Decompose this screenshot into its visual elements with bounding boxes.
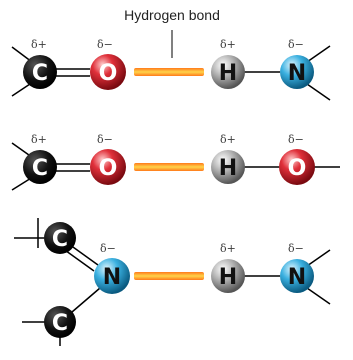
row2-carbon-atom	[23, 150, 57, 184]
row1-carbon-atom	[23, 55, 57, 89]
row3-cn-single-bond	[71, 287, 101, 313]
row3-lower-carbon-atom	[44, 306, 76, 338]
row-1: C O H N δ+ δ− δ+ δ−	[11, 38, 331, 101]
row3-lower-carbon-label: C	[52, 311, 68, 336]
row3-nitrogen-label-left: N	[103, 265, 121, 290]
row3-nitrogen-delta-right: δ−	[288, 242, 304, 255]
row3-hydrogen-delta: δ+	[220, 242, 236, 255]
row2-oxygen-label-left: O	[99, 156, 118, 181]
row2-oxygen-atom-right	[279, 149, 315, 185]
row2-carbon-delta: δ+	[31, 133, 47, 146]
row2-oxygen-delta-left: δ−	[97, 133, 113, 146]
row2-carbon-label: C	[32, 156, 48, 181]
row3-hydrogen-atom	[211, 259, 245, 293]
row-3: C C N H N δ− δ+ δ−	[14, 218, 331, 346]
row1-hydrogen-bond	[134, 68, 204, 76]
row1-oxygen-label: O	[99, 61, 118, 86]
row1-hydrogen-label: H	[219, 61, 237, 86]
row1-oxygen-atom	[90, 54, 126, 90]
row1-nitrogen-delta: δ−	[288, 38, 304, 51]
row1-carbon-delta: δ+	[31, 38, 47, 51]
row3-upper-carbon-label: C	[52, 227, 68, 252]
row2-oxygen-atom-left	[90, 149, 126, 185]
row1-n-bond-upper	[306, 45, 331, 63]
row2-hydrogen-label: H	[219, 156, 237, 181]
row2-hydrogen-bond	[134, 163, 204, 171]
row2-hydrogen-atom	[211, 150, 245, 184]
row1-nitrogen-label: N	[288, 61, 306, 86]
row2-oxygen-delta-right: δ−	[288, 133, 304, 146]
row3-n-bond-upper	[306, 249, 331, 267]
diagram-title: Hydrogen bond	[124, 7, 220, 23]
row3-nitrogen-atom-right	[280, 259, 314, 293]
row1-hydrogen-delta: δ+	[220, 38, 236, 51]
row1-nitrogen-atom	[280, 55, 314, 89]
row3-n-bond-lower	[306, 287, 331, 305]
row-2: C O H O δ+ δ− δ+ δ−	[11, 133, 340, 191]
row2-oxygen-label-right: O	[288, 156, 307, 181]
row1-carbon-label: C	[32, 61, 48, 86]
row3-hydrogen-bond	[134, 272, 204, 280]
row1-oxygen-delta: δ−	[97, 38, 113, 51]
row1-n-bond-lower	[306, 83, 331, 101]
row3-hydrogen-label: H	[219, 265, 237, 290]
row3-upper-carbon-atom	[44, 222, 76, 254]
row3-nitrogen-atom-left	[94, 258, 130, 294]
row3-nitrogen-delta-left: δ−	[100, 242, 116, 255]
row1-hydrogen-atom	[211, 55, 245, 89]
row2-hydrogen-delta: δ+	[220, 133, 236, 146]
row3-nitrogen-label-right: N	[288, 265, 306, 290]
